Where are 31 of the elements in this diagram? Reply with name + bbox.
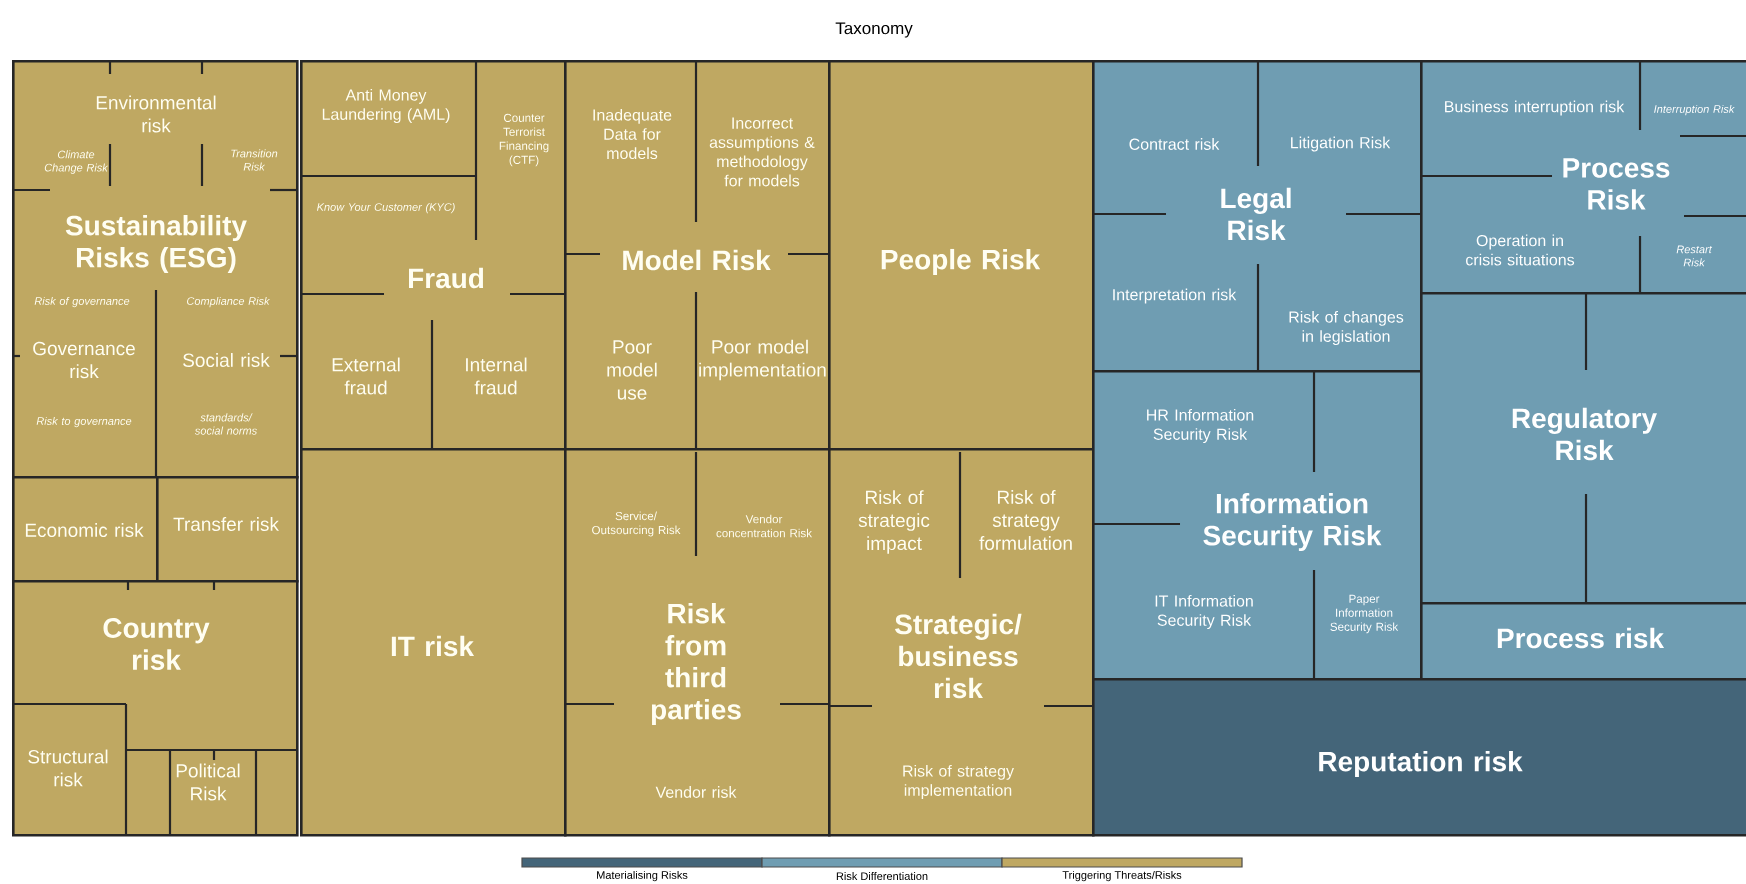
- sub-risk-label: Risk of changes in legislation: [1289, 310, 1404, 346]
- risk-tile: IT risk: [300, 448, 567, 837]
- sub-risk-label: HR Information Security Risk: [1147, 408, 1254, 444]
- sub-risk-label: Incorrect assumptions & methodology for models: [709, 117, 815, 187]
- risk-tile: Process risk: [1420, 602, 1746, 681]
- sub-risk-label: Social risk: [183, 353, 270, 367]
- risk-tile: Transfer risk: [156, 476, 299, 583]
- sub-risk-label: Anti Money Laundering (AML): [322, 88, 450, 124]
- sub-risk-label: Inadequate Data for models: [593, 108, 672, 160]
- risk-tile: Reputation risk: [1092, 678, 1746, 837]
- sub-risk-label: Environmental risk: [96, 95, 216, 133]
- sub-risk-label: External fraud: [332, 357, 400, 395]
- sub-risk-label: Vendor risk: [655, 786, 737, 798]
- sub-risk-label: Risk of strategy formulation: [979, 490, 1072, 550]
- risk-tile: Economic risk: [12, 476, 159, 583]
- sub-risk-label: Risk of strategy implementation: [903, 764, 1014, 800]
- sub-risk-label: Contract risk: [1129, 138, 1220, 150]
- sub-risk-label: Governance risk: [33, 341, 135, 379]
- sub-risk-label: Operation in crisis situations: [1466, 234, 1575, 266]
- sub-risk-label: Business interruption risk: [1445, 100, 1625, 116]
- risk-tile: People Risk: [828, 60, 1095, 451]
- sub-risk-label: Risk of strategic impact: [858, 490, 930, 554]
- sub-risk-label: Structural risk: [28, 749, 108, 787]
- diagram-title: Taxonomy: [835, 22, 913, 38]
- sub-risk-label: Interpretation risk: [1113, 288, 1237, 304]
- sub-risk-label: Poor model use: [607, 340, 657, 400]
- sub-risk-label: Internal fraud: [466, 357, 527, 395]
- sub-risk-label: Political Risk: [176, 763, 240, 801]
- sub-risk-label: Litigation Risk: [1291, 136, 1391, 152]
- sub-risk-label: Poor model implementation: [699, 339, 826, 381]
- sub-risk-label: IT Information Security Risk: [1155, 594, 1253, 630]
